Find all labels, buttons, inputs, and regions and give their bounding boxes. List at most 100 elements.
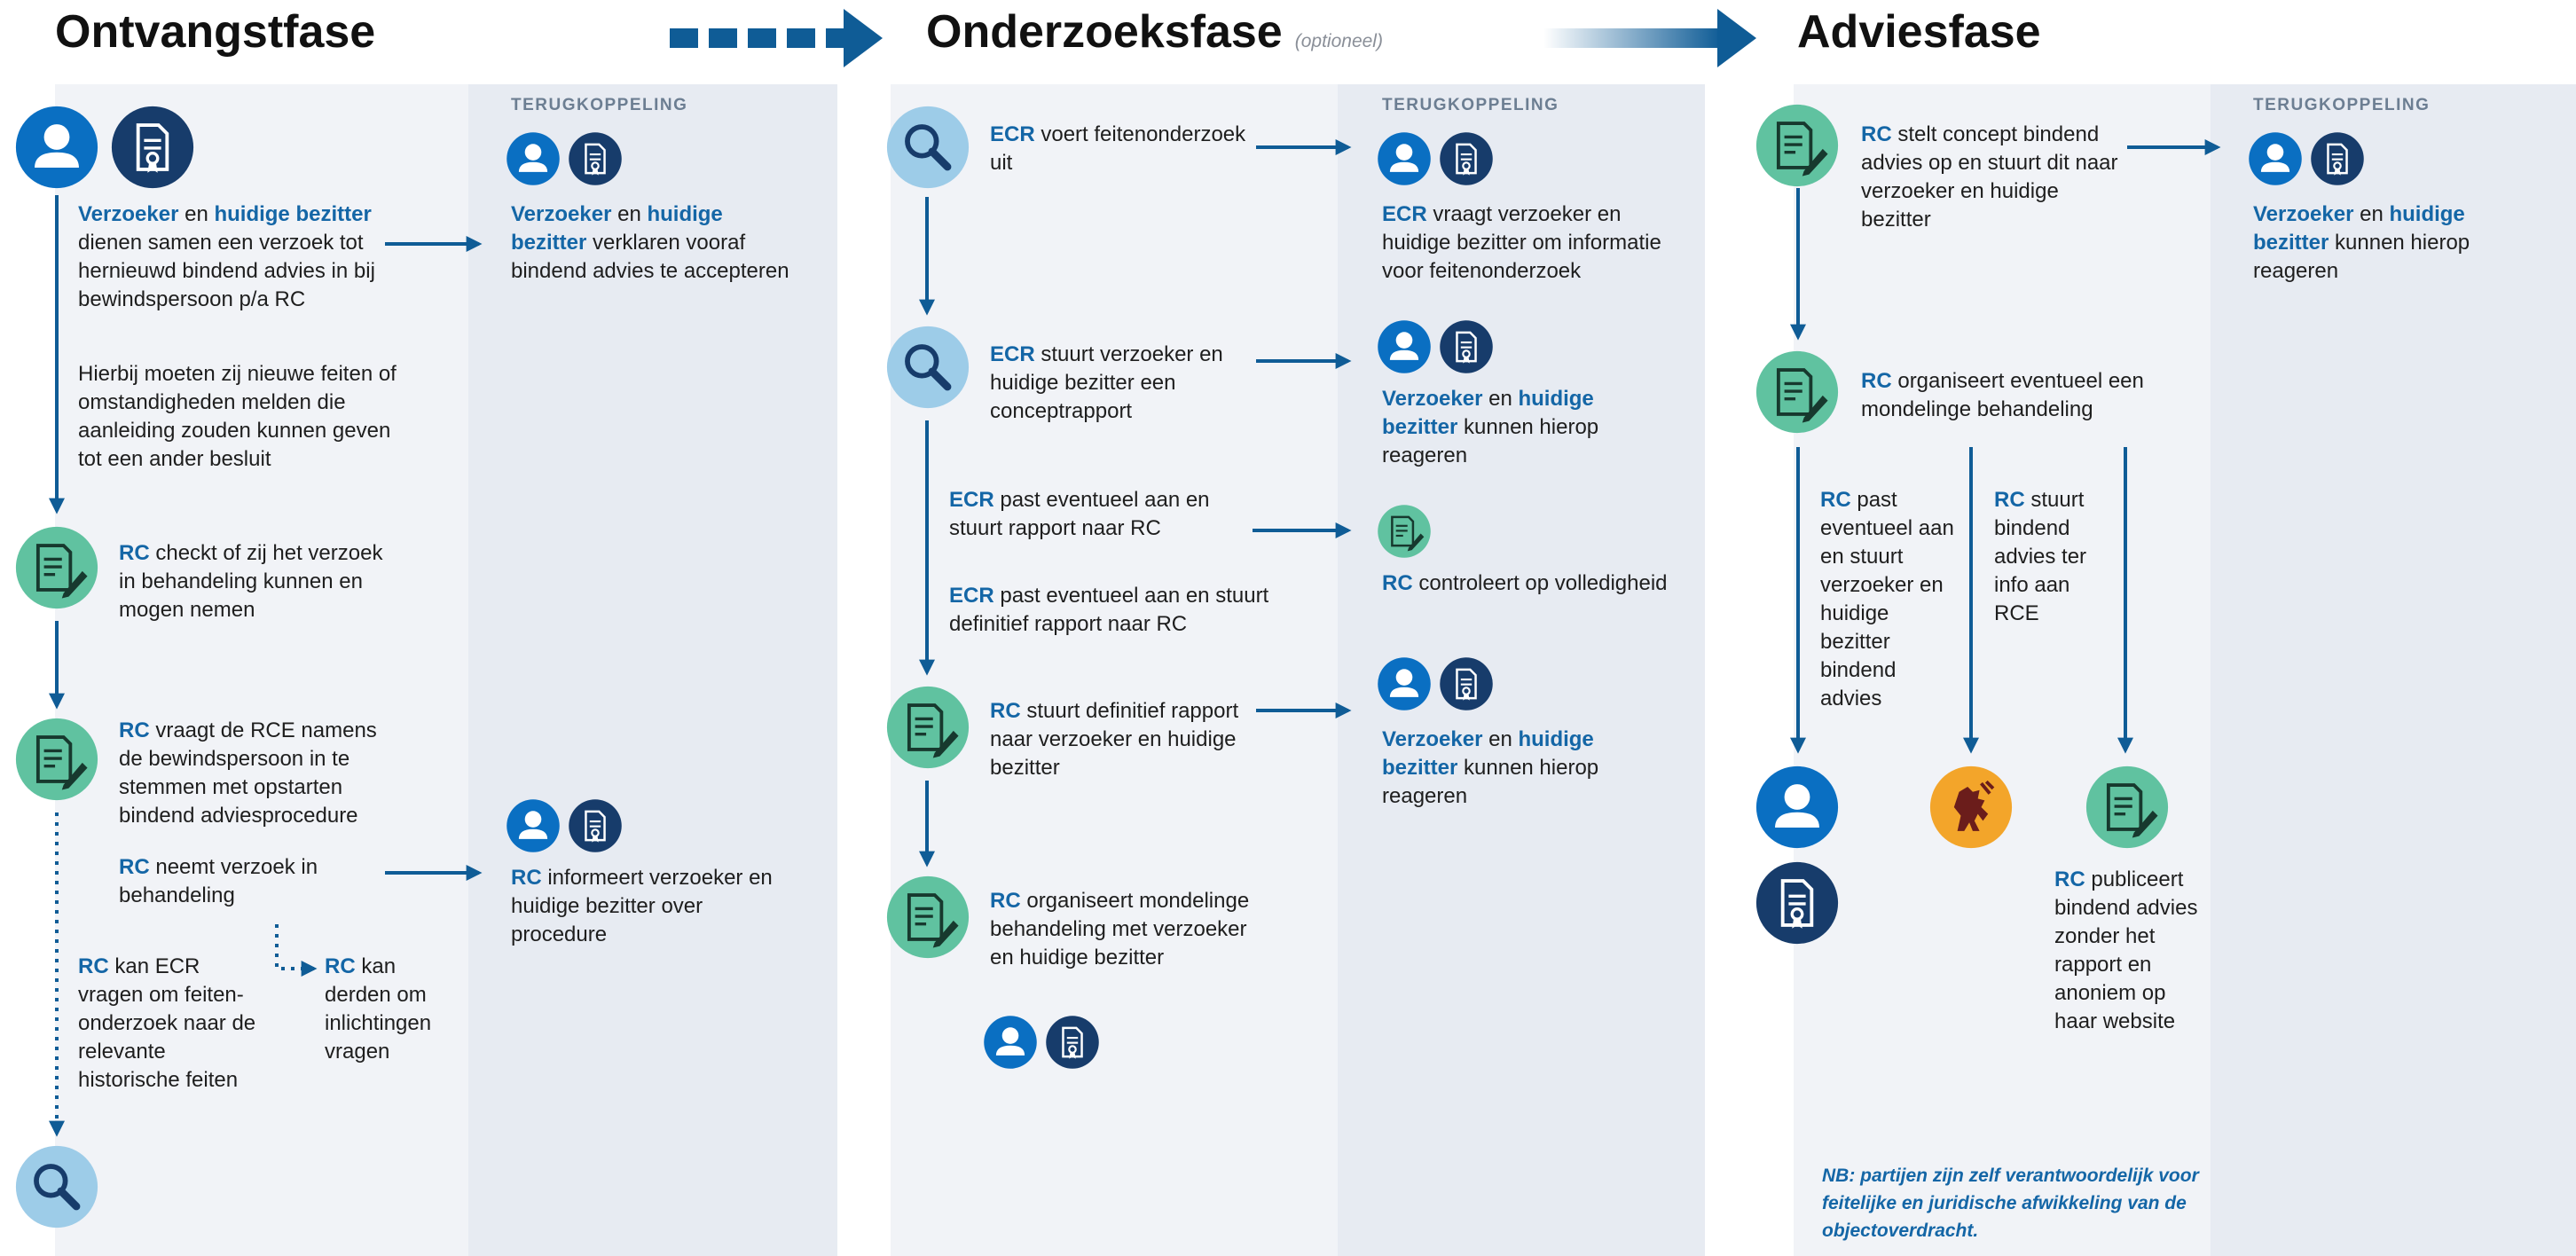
step-text: RC organiseert eventueel een mondelinge … bbox=[1861, 367, 2163, 424]
document-certificate-icon bbox=[1046, 1016, 1099, 1069]
feedback-label: TERUGKOPPELING bbox=[1382, 96, 1559, 114]
actor-name: ECR bbox=[1382, 202, 1427, 226]
feedback-text: Verzoeker en huidige bezitter kunnen hie… bbox=[2253, 200, 2493, 286]
step-description: vraagt verzoeker en huidige bezitter om … bbox=[1382, 202, 1661, 283]
step-text: ECR voert feitenonderzoek uit bbox=[990, 121, 1256, 177]
actor-name: huidige bezitter bbox=[1382, 727, 1594, 780]
rc-document-icon bbox=[886, 686, 970, 769]
step-description: en bbox=[2353, 202, 2390, 226]
document-certificate-icon bbox=[1440, 132, 1493, 185]
step-description: past eventueel aan en stuurt definitief … bbox=[949, 584, 1269, 636]
actor-name: ECR bbox=[990, 122, 1035, 146]
step-description: kunnen hierop reageren bbox=[1382, 756, 1599, 808]
person-icon bbox=[984, 1016, 1037, 1069]
phase-title-adviesfase: Adviesfase bbox=[1797, 6, 2041, 58]
step-text: ECR stuurt verzoeker en huidige bezitter… bbox=[990, 341, 1256, 426]
step-description: past eventueel aan en stuurt rapport naa… bbox=[949, 488, 1210, 540]
rc-document-icon bbox=[1755, 350, 1839, 434]
actor-name: RC bbox=[2054, 867, 2085, 891]
actor-name: huidige bezitter bbox=[2253, 202, 2465, 255]
step-description: en bbox=[1482, 727, 1519, 751]
feedback-text: RC controleert op volledigheid bbox=[1382, 569, 1692, 598]
rc-document-icon bbox=[15, 718, 98, 801]
step-description: dienen samen een verzoek tot hernieuwd b… bbox=[78, 231, 375, 311]
step-text: RC vraagt de RCE namens de bewindspersoo… bbox=[119, 717, 403, 830]
step-description: Hierbij moeten zij nieuwe feiten of omst… bbox=[78, 362, 397, 471]
step-description: organiseert mondelinge behandeling met v… bbox=[990, 889, 1250, 969]
person-icon bbox=[2249, 132, 2302, 185]
actor-name: huidige bezitter bbox=[214, 202, 372, 226]
document-certificate-icon bbox=[569, 799, 622, 852]
step-description: en bbox=[1482, 387, 1519, 411]
step-description: neemt verzoek in behandeling bbox=[119, 855, 318, 907]
step-text: RC organiseert mondelinge behandeling me… bbox=[990, 887, 1274, 972]
step-text: RC past eventueel aan en stuurt verzoeke… bbox=[1820, 486, 1962, 713]
actor-name: RC bbox=[119, 541, 150, 565]
step-description: en bbox=[611, 202, 648, 226]
person-icon bbox=[15, 106, 98, 189]
actor-name: huidige bezitter bbox=[1382, 387, 1594, 439]
actor-name: RC bbox=[1382, 571, 1413, 595]
actor-name: Verzoeker bbox=[1382, 387, 1483, 411]
actor-name: Verzoeker bbox=[1382, 727, 1483, 751]
document-certificate-icon bbox=[1440, 657, 1493, 710]
feedback-column-ontvangstfase bbox=[468, 84, 837, 1256]
rc-document-icon bbox=[1378, 505, 1431, 558]
phase-title-text: Onderzoeksfase bbox=[926, 6, 1283, 58]
step-text: RC kan ECR vragen om feiten­onderzoek na… bbox=[78, 953, 264, 1095]
actor-name: RC bbox=[511, 866, 542, 890]
phase-title-ontvangstfase: Ontvangstfase bbox=[55, 6, 376, 58]
step-text: Hierbij moeten zij nieuwe feiten of omst… bbox=[78, 360, 406, 474]
step-description: verklaren vooraf bindend advies te accep… bbox=[511, 231, 789, 283]
actor-name: RC bbox=[119, 718, 150, 742]
optional-label: (optioneel) bbox=[1294, 31, 1383, 51]
lion-coat-of-arms-icon bbox=[1929, 765, 2013, 849]
actor-name: RC bbox=[990, 889, 1021, 913]
phase-title-onderzoeksfase: Onderzoeksfase (optioneel) bbox=[926, 5, 1383, 59]
step-description: kan ECR vragen om feiten­onderzoek naar … bbox=[78, 954, 256, 1092]
step-description: stelt concept bindend advies op en stuur… bbox=[1861, 122, 2118, 232]
actor-name: RC bbox=[990, 699, 1021, 723]
step-description: checkt of zij het verzoek in behandeling… bbox=[119, 541, 383, 622]
step-description: voert feitenonderzoek uit bbox=[990, 122, 1246, 175]
feedback-text: Verzoeker en huidige bezitter kunnen hie… bbox=[1382, 385, 1630, 470]
person-icon bbox=[1755, 765, 1839, 849]
footnote: NB: partijen zijn zelf verantwoordelijk … bbox=[1822, 1166, 2199, 1241]
step-description: stuurt verzoeker en huidige bezitter een… bbox=[990, 342, 1223, 423]
step-description: informeert verzoeker en huidige bezitter… bbox=[511, 866, 773, 946]
step-text: Verzoeker en huidige bezitter dienen sam… bbox=[78, 200, 389, 314]
actor-name: ECR bbox=[990, 342, 1035, 366]
gradient-phase-arrow bbox=[1543, 9, 1756, 67]
feedback-label: TERUGKOPPELING bbox=[511, 96, 688, 114]
actor-name: RC bbox=[1861, 122, 1892, 146]
feedback-text: Verzoeker en huidige bezitter verklaren … bbox=[511, 200, 804, 286]
step-text: RC kan derden om inlichtingen vragen bbox=[325, 953, 458, 1066]
actor-name: RC bbox=[1861, 369, 1892, 393]
rc-document-icon bbox=[15, 526, 98, 609]
step-description: vraagt de RCE namens de bewindspersoon i… bbox=[119, 718, 377, 828]
feedback-text: Verzoeker en huidige bezitter kunnen hie… bbox=[1382, 726, 1630, 811]
step-description: past eventueel aan en stuurt verzoeker e… bbox=[1820, 488, 1954, 710]
step-text: RC publiceert bindend advies zonder het … bbox=[2054, 866, 2214, 1036]
actor-name: RC bbox=[78, 954, 109, 978]
step-description: kunnen hierop reageren bbox=[1382, 415, 1599, 467]
step-description: en bbox=[178, 202, 215, 226]
actor-name: RC bbox=[1820, 488, 1851, 512]
step-description: stuurt bindend advies ter info aan RCE bbox=[1994, 488, 2087, 625]
step-text: RC stuurt bindend advies ter info aan RC… bbox=[1994, 486, 2109, 628]
feedback-label: TERUGKOPPELING bbox=[2253, 96, 2431, 114]
step-text: ECR past eventueel aan en stuurt rapport… bbox=[949, 486, 1242, 543]
actor-name: RC bbox=[1994, 488, 2025, 512]
step-text: RC neemt verzoek in behandeling bbox=[119, 853, 358, 910]
step-description: organiseert eventueel een mondelinge beh… bbox=[1861, 369, 2144, 421]
rc-document-icon bbox=[1755, 104, 1839, 187]
dashed-phase-arrow bbox=[670, 9, 883, 67]
step-text: RC stelt concept bindend advies op en st… bbox=[1861, 121, 2127, 234]
document-certificate-icon bbox=[569, 132, 622, 185]
person-icon bbox=[507, 799, 560, 852]
step-text: RC checkt of zij het verzoek in behandel… bbox=[119, 539, 403, 624]
feedback-text: ECR vraagt verzoeker en huidige bezitter… bbox=[1382, 200, 1684, 286]
step-description: controleert op volledigheid bbox=[1412, 571, 1668, 595]
step-description: kunnen hierop reageren bbox=[2253, 231, 2470, 283]
